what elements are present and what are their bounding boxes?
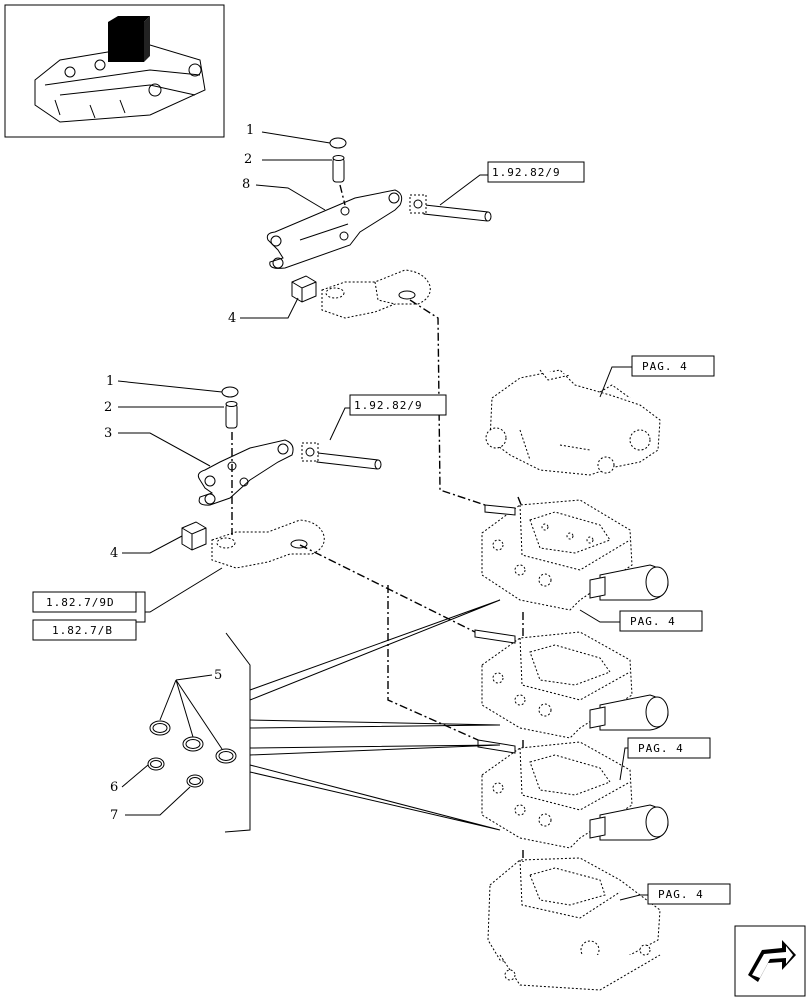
callout-3: 3 bbox=[104, 426, 112, 441]
svg-text:1.92.82/9: 1.92.82/9 bbox=[354, 399, 423, 412]
callout-1-upper: 1 bbox=[246, 123, 254, 138]
bracket-upper bbox=[321, 269, 431, 319]
seal-pointer-lines bbox=[159, 599, 501, 833]
callout-4-upper: 4 bbox=[228, 311, 236, 326]
pin-upper bbox=[332, 155, 345, 183]
svg-text:1.82.7/B: 1.82.7/B bbox=[52, 624, 113, 637]
leader-lines bbox=[117, 131, 648, 901]
pag-box-2[interactable]: PAG. 4 bbox=[619, 610, 703, 632]
svg-text:PAG. 4: PAG. 4 bbox=[630, 615, 676, 628]
ref-box-middle[interactable]: 1.92.82/9 bbox=[349, 394, 447, 416]
svg-text:1.92.82/9: 1.92.82/9 bbox=[492, 166, 561, 179]
callout-labels: 1 2 8 4 1 2 3 4 5 6 7 bbox=[104, 123, 254, 823]
svg-text:1.82.7/9D: 1.82.7/9D bbox=[46, 596, 115, 609]
next-page-button[interactable] bbox=[734, 925, 806, 997]
callout-6: 6 bbox=[110, 780, 118, 795]
callout-4-middle: 4 bbox=[110, 546, 118, 561]
thumbnail-housing-drawing bbox=[34, 16, 206, 123]
bracket-middle bbox=[211, 519, 325, 569]
circlip-middle bbox=[221, 386, 239, 398]
lever-middle bbox=[197, 439, 294, 506]
middle-linkage-group bbox=[181, 386, 382, 569]
rod-upper bbox=[409, 194, 492, 222]
callout-2-upper: 2 bbox=[244, 152, 252, 167]
svg-text:PAG. 4: PAG. 4 bbox=[638, 742, 684, 755]
callout-5: 5 bbox=[214, 668, 222, 683]
ref-box-upper[interactable]: 1.92.82/9 bbox=[487, 161, 585, 183]
valve-section-3 bbox=[477, 739, 669, 849]
pag-box-4[interactable]: PAG. 4 bbox=[647, 883, 731, 905]
callout-7: 7 bbox=[110, 808, 118, 823]
circlip-upper bbox=[329, 137, 347, 149]
thumbnail-frame[interactable] bbox=[4, 4, 225, 138]
valve-cover-top bbox=[485, 369, 661, 476]
callout-2-middle: 2 bbox=[104, 400, 112, 415]
arrow-icon bbox=[748, 940, 796, 982]
valve-section-2 bbox=[474, 629, 669, 739]
o-ring-7 bbox=[186, 774, 204, 788]
pin-middle bbox=[225, 401, 238, 429]
rod-middle bbox=[301, 442, 382, 470]
lever-upper bbox=[266, 189, 403, 269]
ref-box-9d[interactable]: 1.82.7/9D bbox=[32, 591, 137, 613]
block-upper bbox=[291, 275, 317, 303]
svg-text:PAG. 4: PAG. 4 bbox=[658, 888, 704, 901]
o-ring-6 bbox=[147, 757, 165, 771]
ref-box-b[interactable]: 1.82.7/B bbox=[32, 619, 137, 641]
pag-box-3[interactable]: PAG. 4 bbox=[627, 737, 711, 759]
upper-linkage-group bbox=[266, 137, 492, 319]
seals-group bbox=[147, 720, 237, 788]
block-middle bbox=[181, 521, 207, 551]
callout-8: 8 bbox=[242, 177, 250, 192]
pag-box-1[interactable]: PAG. 4 bbox=[631, 355, 715, 377]
svg-text:PAG. 4: PAG. 4 bbox=[642, 360, 688, 373]
callout-1-middle: 1 bbox=[106, 374, 114, 389]
valve-section-1 bbox=[481, 499, 669, 611]
valve-end-cover bbox=[487, 857, 661, 991]
